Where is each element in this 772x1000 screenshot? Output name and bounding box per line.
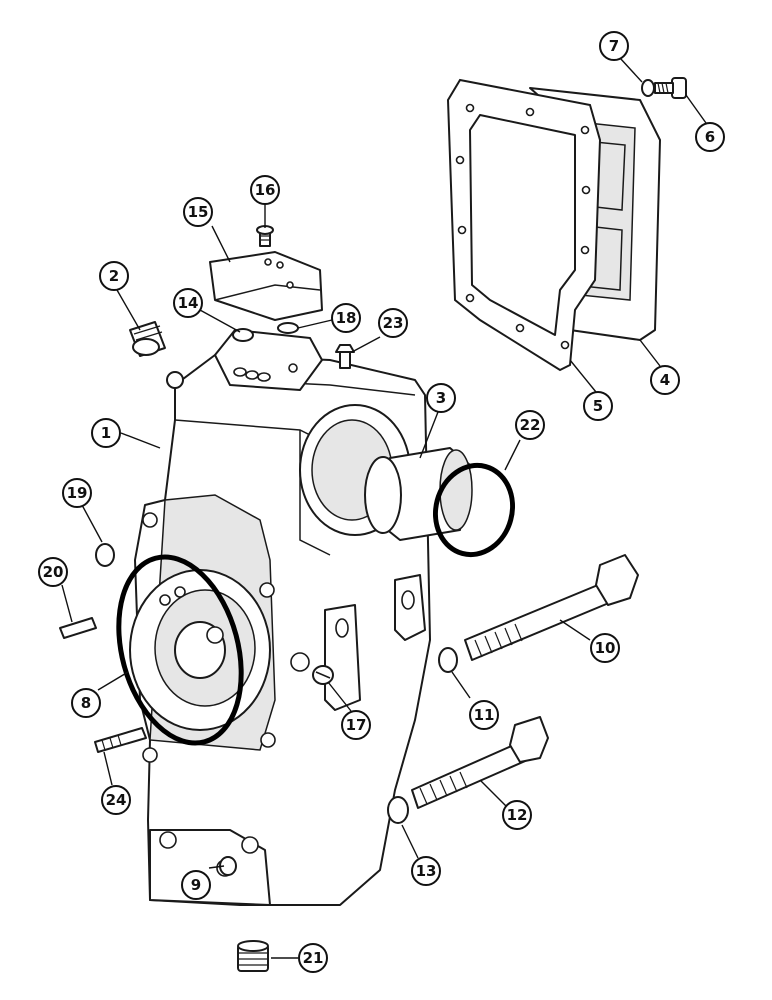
lock-washer [641,79,655,97]
callout-17: 17 [341,710,371,740]
callout-label: 21 [303,949,324,967]
callout-2: 2 [99,261,129,291]
cup-plug [95,543,115,567]
callout-16: 16 [250,175,280,205]
callout-4: 4 [650,365,680,395]
selector-cover [209,251,323,321]
callout-label: 17 [346,716,367,734]
callout-24: 24 [101,785,131,815]
cover-bolt [654,77,687,99]
long-bolt [464,554,639,661]
washer-lower [387,796,409,824]
callout-19: 19 [62,478,92,508]
stud [94,727,147,753]
front-boss [129,569,271,731]
callout-13: 13 [411,856,441,886]
callout-11: 11 [469,700,499,730]
callout-label: 4 [660,371,670,389]
detent-spring [277,322,299,334]
callout-7: 7 [599,31,629,61]
callout-label: 13 [416,862,437,880]
callout-label: 9 [191,876,201,894]
callout-label: 22 [520,416,541,434]
callout-9: 9 [181,870,211,900]
callout-label: 16 [255,181,276,199]
drain-plug [312,665,334,685]
callout-label: 24 [106,791,127,809]
callout-label: 15 [188,203,209,221]
oring-large [432,462,516,558]
oring-front [116,554,244,746]
callout-label: 1 [101,424,111,442]
callout-label: 8 [81,694,91,712]
callout-10: 10 [590,633,620,663]
callout-label: 20 [43,563,64,581]
callout-8: 8 [71,688,101,718]
selector-pad [214,329,323,391]
callout-label: 6 [705,128,715,146]
bottom-plug [237,940,269,972]
callout-23: 23 [378,308,408,338]
callout-22: 22 [515,410,545,440]
callout-label: 10 [595,639,616,657]
washer-upper [438,647,458,673]
plug-top [129,321,166,357]
dowel-pin [59,617,97,639]
callout-1: 1 [91,418,121,448]
callout-5: 5 [583,391,613,421]
callout-label: 3 [436,389,446,407]
detent-pin [232,328,254,342]
breather [335,344,355,369]
gasket [446,78,602,372]
cover-screw [256,225,274,247]
callout-label: 19 [67,484,88,502]
callout-21: 21 [298,943,328,973]
callout-20: 20 [38,557,68,587]
callout-label: 5 [593,397,603,415]
bushing [364,447,473,541]
callout-label: 2 [109,267,119,285]
callout-18: 18 [331,303,361,333]
short-bolt [411,716,549,809]
callout-label: 18 [336,309,357,327]
callout-15: 15 [183,197,213,227]
callout-14: 14 [173,288,203,318]
callout-label: 14 [178,294,199,312]
callout-label: 11 [474,706,495,724]
callout-6: 6 [695,122,725,152]
callout-label: 12 [507,806,528,824]
leader-lines [61,57,707,959]
callout-3: 3 [426,383,456,413]
callout-12: 12 [502,800,532,830]
callout-label: 23 [383,314,404,332]
callout-label: 7 [609,37,619,55]
